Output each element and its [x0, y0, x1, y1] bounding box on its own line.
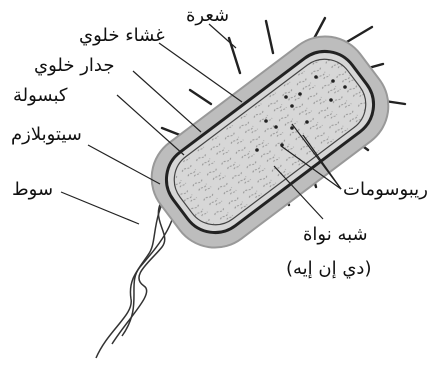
- label-capsule: كبسولة: [13, 87, 68, 105]
- label-nucleoid-line-2: (دي إن إيه): [286, 260, 371, 278]
- label-cell-membrane: غشاء خلوي: [79, 27, 165, 45]
- flagellum-shape: [96, 187, 175, 358]
- label-ribosomes: ريبوسومات: [343, 181, 428, 199]
- label-cytoplasm: سيتوبلازم: [11, 126, 82, 144]
- label-nucleoid-line-1: شبه نواة: [303, 226, 368, 244]
- label-cell-wall: جدار خلوي: [34, 57, 114, 75]
- label-flagellum: سوط: [12, 181, 53, 199]
- label-pilus: شعرة: [186, 7, 229, 25]
